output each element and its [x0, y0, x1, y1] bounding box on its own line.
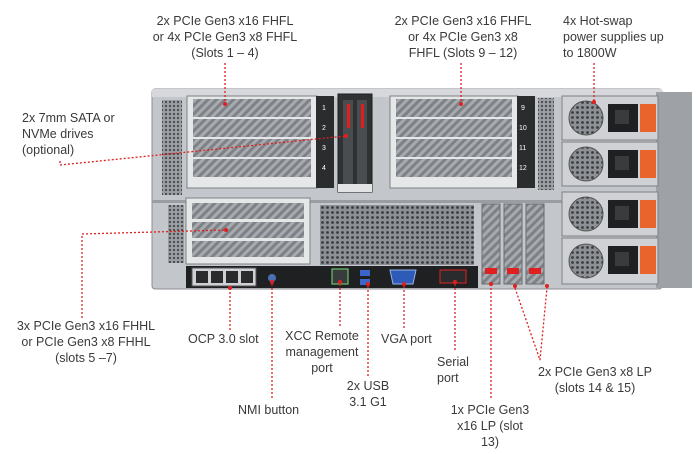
slot-number-9: 9	[521, 105, 525, 112]
usb-port-icon	[360, 270, 370, 276]
serial-port-icon	[439, 269, 467, 284]
leader-lines	[59, 63, 595, 400]
slot-number-11: 11	[519, 145, 526, 152]
leader-dots	[223, 100, 596, 290]
label-slots-5-7: 3x PCIe Gen3 x16 FHHL or PCIe Gen3 x8 FH…	[16, 319, 156, 365]
label-ocp-slot: OCP 3.0 slot	[188, 332, 259, 346]
vga-port-icon	[389, 269, 417, 285]
slot-number-1: 1	[322, 105, 326, 112]
slot-numbers-left: 1 2 3 4	[322, 105, 326, 172]
lp-slots-13-15	[481, 203, 545, 285]
slot-number-3: 3	[322, 145, 326, 152]
label-usb-ports: 2x USB 3.1 G1	[346, 379, 390, 409]
leader-slots-5-7	[81, 229, 227, 318]
slot-numbers-right: 9 10 11 12	[519, 105, 527, 172]
slot-number-4: 4	[322, 165, 326, 172]
riser-slots-5-7	[168, 197, 311, 265]
nmi-button-icon	[268, 274, 276, 282]
label-lp-slot-13: 1x PCIe Gen3 x16 LP (slot 13)	[450, 403, 530, 449]
slot-number-10: 10	[519, 125, 527, 132]
label-serial-port: Serial port	[437, 355, 469, 385]
leader-lp-14-15	[514, 287, 548, 361]
label-lp-slots-14-15: 2x PCIe Gen3 x8 LP (slots 14 & 15)	[538, 365, 652, 395]
rear-io-panel	[186, 266, 478, 288]
slot-number-12: 12	[519, 165, 527, 172]
drive-bays	[337, 93, 373, 193]
riser-slots-1-4	[162, 95, 334, 195]
center-vent	[320, 205, 474, 265]
riser-slots-9-12	[389, 95, 554, 190]
label-slots-1-4: 2x PCIe Gen3 x16 FHFL or 4x PCIe Gen3 x8…	[152, 14, 298, 60]
label-drives: 2x 7mm SATA or NVMe drives (optional)	[22, 111, 115, 157]
label-nmi-button: NMI button	[238, 403, 300, 417]
label-power-supplies: 4x Hot-swap power supplies up to 1800W	[563, 14, 664, 60]
slot-number-2: 2	[322, 125, 326, 132]
label-vga-port: VGA port	[381, 332, 432, 346]
label-slots-9-12: 2x PCIe Gen3 x16 FHFL or 4x PCIe Gen3 x8…	[394, 14, 532, 60]
label-xcc-port: XCC Remote management port	[285, 329, 359, 375]
power-supplies	[561, 95, 659, 285]
